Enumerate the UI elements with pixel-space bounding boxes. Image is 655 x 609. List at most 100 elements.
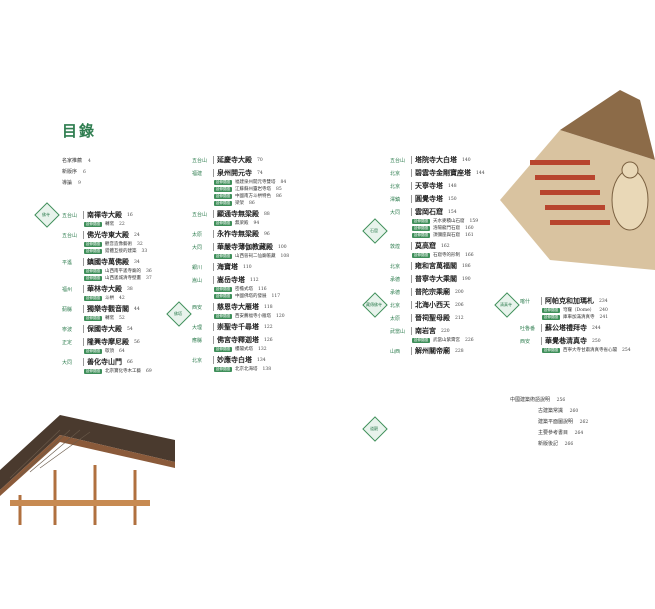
entry-title: 妙應寺白塔 xyxy=(217,355,252,364)
sub-entry[interactable]: 延伸閱讀穹窿（Dome）240 xyxy=(542,307,638,313)
entry-title: 永祚寺無梁殿 xyxy=(217,229,259,238)
location-label: 北京 xyxy=(390,170,401,177)
sub-entry-title: 福建泉州開元寺雙塔 xyxy=(235,180,276,185)
location-label: 北京 xyxy=(390,183,401,190)
appendix-item[interactable]: 主要參考書目 264 xyxy=(538,430,584,436)
page-number: 212 xyxy=(455,315,464,321)
sub-entry-title: 中國佛塔的發展 xyxy=(235,294,267,299)
appendix-list: 中國建築術語說明 256 古建築常識 260 建築平面圖說明 262 主要參考書… xyxy=(510,395,588,450)
page-number: 85 xyxy=(276,186,282,192)
location-label: 山西 xyxy=(390,348,401,355)
page-number: 244 xyxy=(592,325,601,331)
page-number: 66 xyxy=(127,359,133,365)
entry-title: 普陀宗乘廟 xyxy=(415,287,450,296)
location-label: 大同 xyxy=(192,244,203,251)
sub-entry-title: 北宗寶化寺木工藝 xyxy=(105,369,141,374)
entry-title: 莫高窟 xyxy=(415,241,436,250)
location-label: 正定 xyxy=(62,339,73,346)
divider xyxy=(213,303,214,311)
appendix-item[interactable]: 古建築常識 260 xyxy=(538,408,579,414)
location-label: 五台山 xyxy=(192,157,208,164)
appendix-item[interactable]: 建築平面圖說明 262 xyxy=(538,419,589,425)
appendix-item[interactable]: 新版後記 266 xyxy=(538,441,574,447)
divider xyxy=(411,169,412,177)
location-label: 北京 xyxy=(192,357,203,364)
entry-title: 阿帕克和加瑪札 xyxy=(545,296,594,305)
appendix-item[interactable]: 中國建築術語說明 256 xyxy=(510,397,566,403)
divider xyxy=(83,285,84,293)
page-number: 56 xyxy=(134,339,140,345)
page-number: 160 xyxy=(465,225,474,231)
extended-reading-tag: 延伸閱讀 xyxy=(84,295,102,301)
page-number: 16 xyxy=(127,212,133,218)
